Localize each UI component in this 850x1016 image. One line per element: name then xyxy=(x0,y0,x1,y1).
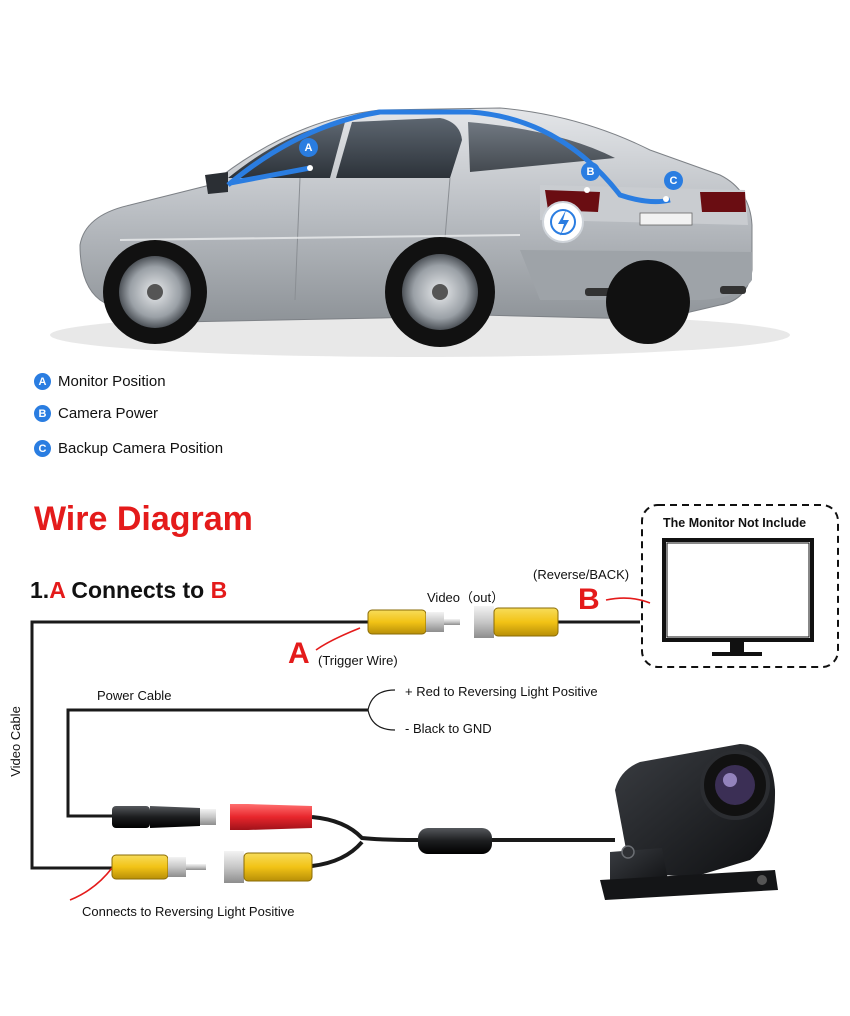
backup-camera xyxy=(600,744,778,900)
letter-a: A xyxy=(288,637,310,670)
monitor-icon xyxy=(662,538,814,642)
marker-a: A xyxy=(299,138,318,157)
reversing-positive-label: Connects to Reversing Light Positive xyxy=(82,904,295,919)
power-cable-label: Power Cable xyxy=(97,688,172,703)
subtitle: 1.A Connects to B xyxy=(30,577,227,604)
monitor-box-label: The Monitor Not Include xyxy=(663,516,807,530)
power-socket-red xyxy=(230,804,312,830)
power-plug-black xyxy=(112,806,216,828)
trigger-wire-label: (Trigger Wire) xyxy=(318,653,398,668)
video-connector-bottom-female xyxy=(224,851,313,883)
legend-item-power: B Camera Power xyxy=(34,405,158,422)
letter-b: B xyxy=(578,583,600,616)
legend-label: Backup Camera Position xyxy=(58,440,224,457)
cable-route-line xyxy=(226,109,671,205)
subtitle-a: A xyxy=(49,577,65,603)
legend-label: Camera Power xyxy=(58,405,159,422)
video-connector-a xyxy=(367,609,460,635)
video-out-label: Video（out） xyxy=(427,590,505,605)
legend-badge: C xyxy=(34,440,51,457)
subtitle-b: B xyxy=(210,577,228,603)
marker-b: B xyxy=(581,162,600,181)
monitor-box xyxy=(641,504,839,668)
red-positive-label: + Red to Reversing Light Positive xyxy=(405,684,598,699)
legend-badge: A xyxy=(34,373,51,390)
legend-item-camera: C Backup Camera Position xyxy=(34,440,223,457)
page-title: Wire Diagram xyxy=(34,500,253,538)
legend-item-monitor: A Monitor Position xyxy=(34,373,166,390)
subtitle-prefix: 1. xyxy=(30,577,50,603)
reverse-back-label: (Reverse/BACK) xyxy=(533,567,630,582)
video-cable-label: Video Cable xyxy=(7,706,23,777)
legend-label: Monitor Position xyxy=(58,373,166,390)
legend-badge: B xyxy=(34,405,51,422)
video-connector-out xyxy=(474,606,559,638)
subtitle-mid: Connects to xyxy=(64,577,211,603)
car-illustration xyxy=(50,107,790,357)
inline-filter xyxy=(418,828,492,854)
video-connector-bottom-male xyxy=(111,854,206,880)
wiring xyxy=(30,620,640,870)
black-gnd-label: - Black to GND xyxy=(405,721,492,736)
marker-c: C xyxy=(664,171,683,190)
